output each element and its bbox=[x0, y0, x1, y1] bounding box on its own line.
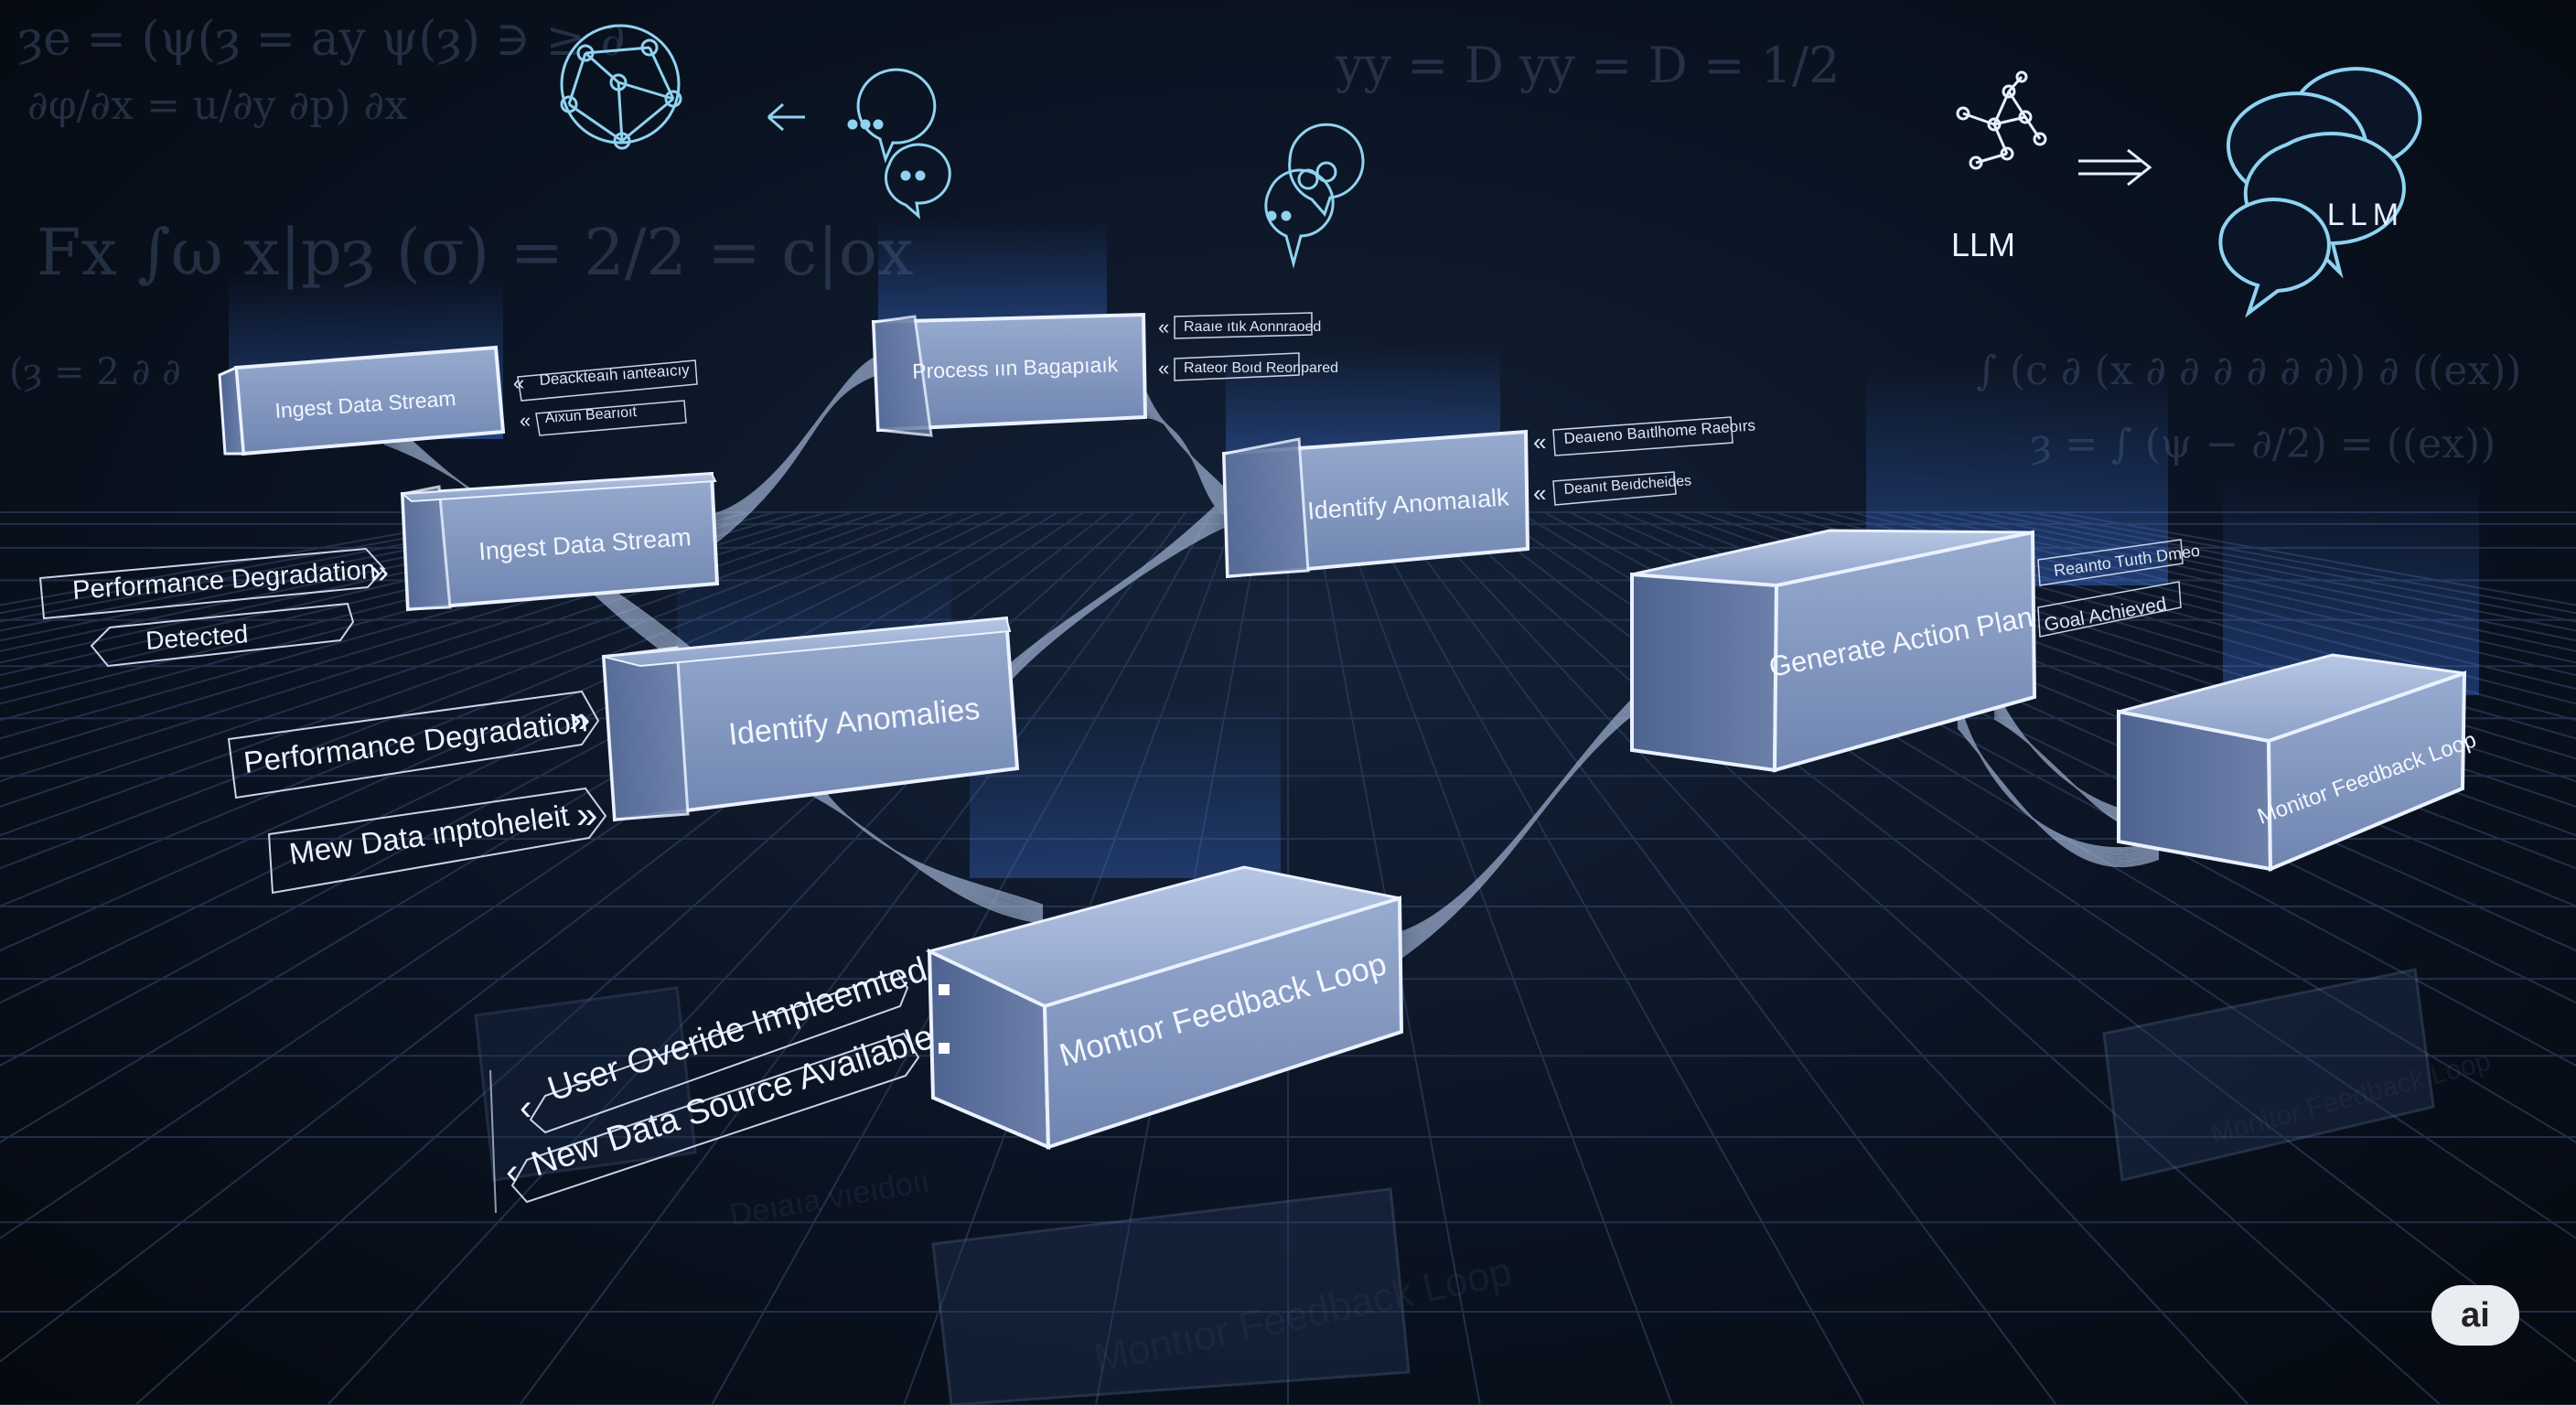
chevron-left-icon: ‹ bbox=[506, 1152, 518, 1192]
tag-text-small-ingest-1: Deackteaıh ıanteaıcıy bbox=[539, 361, 691, 389]
tag-text-detected: Detected bbox=[145, 619, 249, 655]
chevron-left-icon: ‹ bbox=[520, 1088, 531, 1128]
grid-line bbox=[0, 511, 956, 907]
strand-path bbox=[1143, 390, 1236, 506]
tag-bracket bbox=[489, 1069, 497, 1214]
tag-new-data: Mew Data ιnptoheleit » bbox=[267, 787, 607, 895]
chevron-left-icon: « bbox=[1533, 479, 1546, 507]
chevron-left-icon: « bbox=[1533, 428, 1546, 456]
strand-path bbox=[1390, 688, 1648, 942]
tag-text-performance-mid: Performance Degradation bbox=[242, 703, 589, 779]
tag-small-identify-1: Deaıeno Baıtlhome Raeoırs « bbox=[1533, 416, 1756, 456]
box-monitor-main: Montıor Feedback Loop bbox=[925, 865, 1404, 1151]
port-top bbox=[939, 984, 950, 995]
grid-line bbox=[0, 511, 777, 722]
grid-line bbox=[0, 511, 828, 760]
strand-path bbox=[1390, 684, 1648, 937]
tag-small-ingest-1: Deackteaıh ıanteaıcıy « bbox=[513, 359, 698, 402]
grid-line bbox=[0, 511, 751, 705]
grid-line bbox=[1876, 511, 2576, 677]
formula-1: ȝe = (ψ(ȝ = ay ψ(ȝ) ∋ ≥ ∂ bbox=[18, 12, 626, 67]
formula-4: (ȝ = 2 ∂ ∂ bbox=[9, 351, 181, 393]
grid-line bbox=[1364, 511, 1865, 1405]
chevron-right-icon: » bbox=[569, 697, 590, 740]
strand-path bbox=[1390, 702, 1648, 966]
grid-line bbox=[0, 511, 930, 870]
grid-line bbox=[1902, 511, 2576, 664]
formula-5: yy = D yy = D = 1/2 bbox=[1335, 37, 1840, 94]
floor-reflections: Montıor Feedback Loop Monitor Feedback L… bbox=[474, 968, 2494, 1405]
ai-badge: ai bbox=[2431, 1285, 2519, 1346]
tag-small-process-1: Raaıe ıtık Aonnraoed « bbox=[1158, 312, 1321, 339]
box-identify-main: Identify Anomalies bbox=[601, 616, 1020, 822]
box-ingest-mid: Ingest Data Stream bbox=[400, 471, 720, 612]
chevron-left-icon: « bbox=[520, 409, 531, 432]
grid-line bbox=[1441, 511, 2442, 1405]
grid-line bbox=[1723, 511, 2576, 783]
strand-path bbox=[1005, 525, 1227, 686]
strand-path bbox=[1143, 388, 1236, 505]
chevron-right-icon: » bbox=[576, 793, 597, 836]
chevron-left-icon: « bbox=[513, 371, 524, 394]
strand-path bbox=[1390, 686, 1648, 938]
grid-line bbox=[0, 511, 905, 837]
strand-path bbox=[1143, 386, 1236, 503]
grid-line bbox=[1671, 511, 2576, 837]
grid-line bbox=[0, 511, 879, 808]
tag-text-goal-achieved: Goal Achieved bbox=[2043, 594, 2168, 636]
tag-text-small-ingest-2: Aixun Bearıoıt bbox=[544, 404, 638, 426]
box-ingest-top: Ingest Data Stream bbox=[218, 345, 506, 456]
grid-line bbox=[0, 511, 725, 691]
grid-line bbox=[1697, 511, 2576, 808]
chevron-left-icon: « bbox=[1158, 357, 1169, 380]
arrow-left-icon bbox=[767, 102, 805, 132]
grid-line bbox=[0, 511, 700, 677]
grid-line bbox=[1390, 511, 2057, 1405]
grid-line bbox=[1415, 511, 2249, 1405]
tag-small-identify-2: Deanıt Beıdcheides « bbox=[1533, 471, 1692, 507]
grid-line bbox=[0, 511, 546, 615]
tag-small-ingest-2: Aixun Bearıoıt « bbox=[520, 400, 687, 436]
llm-label: LLM bbox=[1951, 226, 2015, 263]
box-identify-right: Identify Anomaıalk bbox=[1221, 429, 1530, 579]
tag-goal-achieved: Goal Achieved bbox=[2037, 581, 2182, 638]
chat-bubbles-icon bbox=[847, 68, 951, 220]
double-arrow-right-icon bbox=[2078, 148, 2152, 187]
tag-text-new-data: Mew Data ιnptoheleit bbox=[287, 798, 571, 871]
background-formulas: ȝe = (ψ(ȝ = ay ψ(ȝ) ∋ ≥ ∂ ∂φ/∂x = u/∂y ∂… bbox=[9, 12, 2521, 467]
grid-line bbox=[1338, 511, 1673, 1405]
tag-text-small-process-1: Raaıe ıtık Aonnraoed bbox=[1184, 319, 1321, 335]
strand-path bbox=[1957, 726, 2160, 868]
box-monitor-right: Monitor Feedback Loop bbox=[2117, 653, 2480, 872]
grid-line bbox=[0, 511, 853, 783]
tag-performance-degradation-left: Performance Degradation » bbox=[38, 547, 389, 620]
tag-text-small-process-2: Rateor Boıd Reonpared bbox=[1184, 360, 1338, 376]
network-sphere-icon bbox=[560, 24, 682, 150]
strand-path bbox=[804, 790, 1044, 924]
strand-path bbox=[713, 373, 879, 545]
port-bottom bbox=[939, 1043, 950, 1054]
grid-line bbox=[0, 511, 674, 664]
grid-line bbox=[519, 511, 1186, 1405]
strand-path bbox=[713, 362, 879, 528]
llm-chat-bubbles-icon bbox=[2218, 67, 2422, 318]
chevron-left-icon: « bbox=[1158, 316, 1169, 338]
molecule-graph-icon bbox=[1956, 70, 2047, 170]
box-generate: Generate Action Plan bbox=[1630, 529, 2037, 773]
grid-line bbox=[0, 511, 802, 740]
box-process: Process ıın Bagapıaık bbox=[871, 312, 1148, 437]
chevron-right-icon: » bbox=[370, 552, 389, 590]
llm-bubble-label: LLM bbox=[2327, 198, 2404, 232]
tag-small-process-2: Rateor Boıd Reonpared « bbox=[1158, 352, 1338, 381]
formula-2: ∂φ/∂x = u/∂y ∂p) ∂x bbox=[27, 82, 407, 129]
chat-reasoning-icon bbox=[1264, 123, 1365, 269]
